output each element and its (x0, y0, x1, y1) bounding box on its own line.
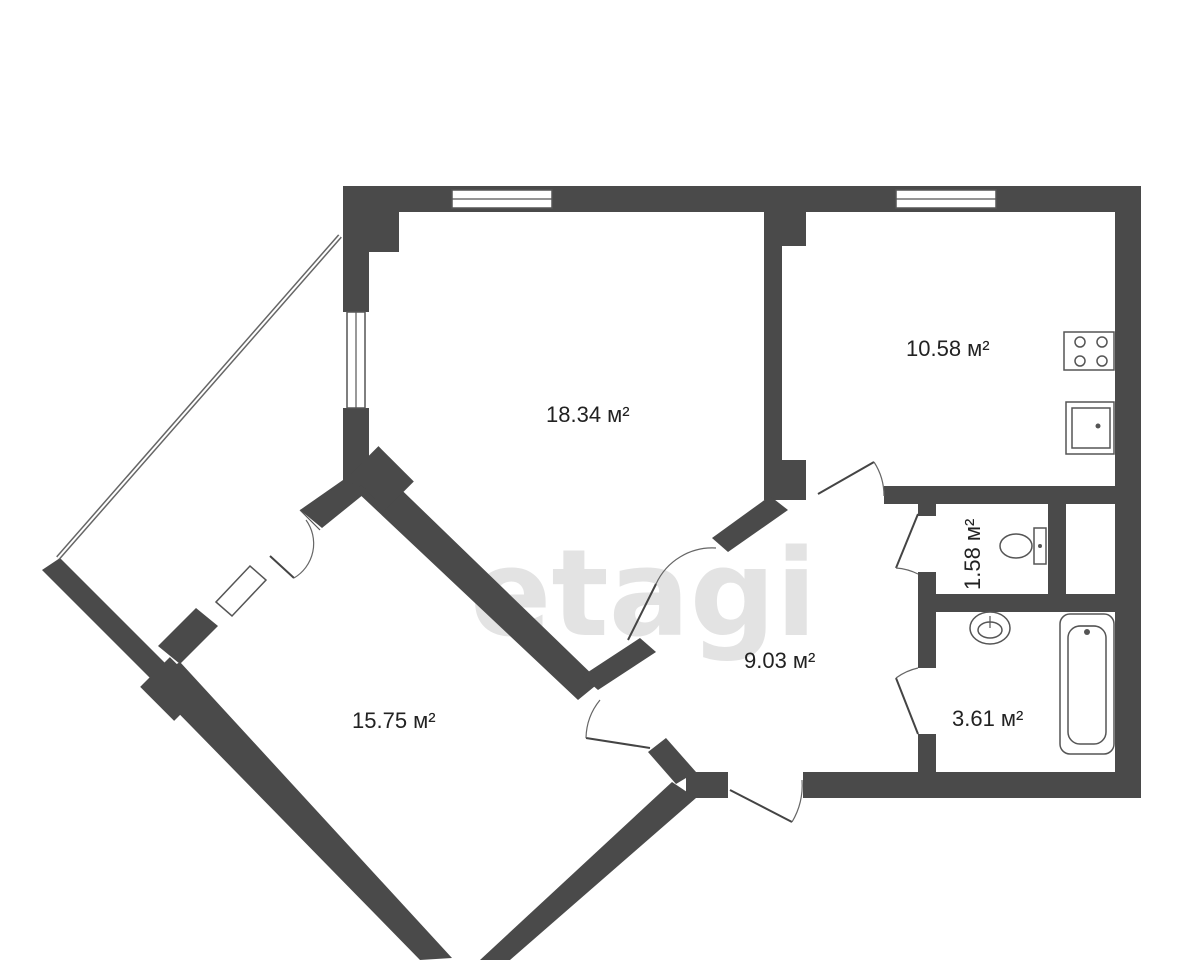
bathtub-icon (1059, 613, 1115, 755)
bathroom-area: 3.61 м² (952, 706, 1023, 731)
doors (269, 461, 919, 823)
balcony (56, 234, 342, 560)
toilet-icon (999, 527, 1047, 565)
sink-icon (1065, 401, 1115, 455)
stove-icon (1063, 331, 1115, 371)
windows (214, 189, 997, 618)
toilet-area: 1.58 м² (960, 519, 985, 590)
living-room-area: 18.34 м² (546, 402, 630, 427)
bedroom-area: 15.75 м² (352, 708, 436, 733)
washbasin-icon (969, 611, 1011, 645)
interior-walls (582, 186, 1141, 784)
hallway-area: 9.03 м² (744, 648, 815, 673)
exterior-walls (42, 186, 1141, 960)
kitchen-area: 10.58 м² (906, 336, 990, 361)
